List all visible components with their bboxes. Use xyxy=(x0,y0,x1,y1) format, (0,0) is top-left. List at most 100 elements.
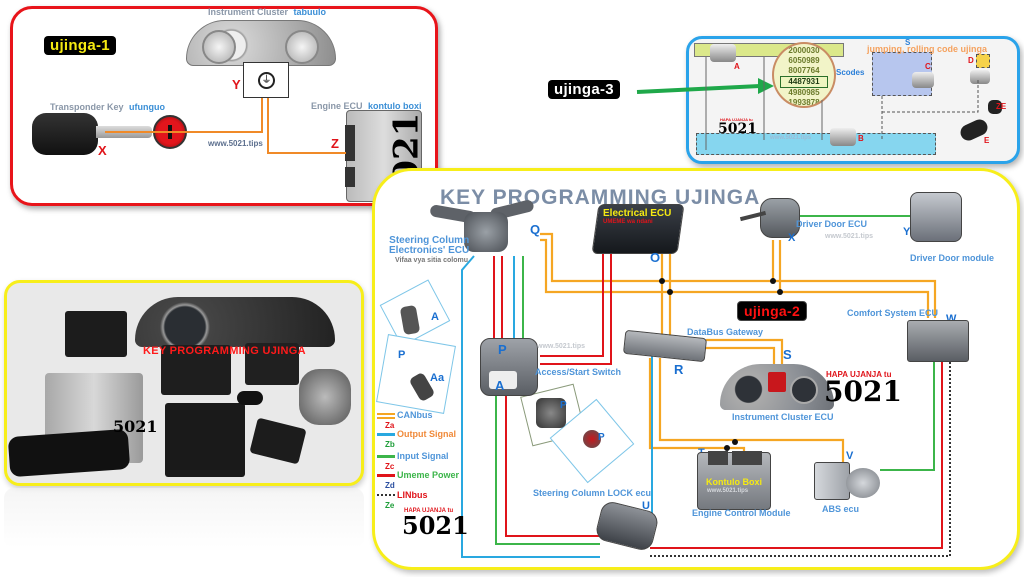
code-4: 4980985 xyxy=(788,88,820,97)
linbus-wire xyxy=(650,358,951,557)
instrument-cluster-swahili: tabuulo xyxy=(293,7,327,17)
logo-5021-panel3: 5021 xyxy=(718,121,757,137)
instrument-cluster-label: Instrument Cluster tabuulo xyxy=(208,7,326,17)
body-control-bar xyxy=(696,133,936,155)
point-x: X xyxy=(98,143,107,158)
push-label-p: P xyxy=(598,432,605,443)
databus-gateway-label: DataBus Gateway xyxy=(687,327,764,337)
rolling-codes-magnifier: 2000030 6050989 8007764 4487931 4980985 … xyxy=(772,42,836,108)
point-w: W xyxy=(946,313,957,325)
legend-label: LINbus xyxy=(397,490,428,500)
legend-swatch xyxy=(377,455,395,458)
point-q: Q xyxy=(530,222,541,237)
green-arrow-head xyxy=(758,78,774,94)
legend-code: Ze xyxy=(385,501,395,510)
steering-lock-label: Steering Column LOCK ecu xyxy=(533,488,652,498)
electrical-ecu-label: Electrical ECU xyxy=(603,208,672,219)
legend-swatch xyxy=(377,494,395,496)
access-start-switch-image xyxy=(480,338,538,396)
module-label-c: C xyxy=(925,62,931,71)
comfort-system-ecu-label: Comfort System ECU xyxy=(847,308,939,318)
junction-dot xyxy=(777,289,783,295)
power-wires xyxy=(493,228,943,549)
wire-key-to-immobilizer xyxy=(105,98,263,133)
transponder-key-image xyxy=(32,113,98,155)
cluster-display xyxy=(768,372,786,392)
point-u: U xyxy=(642,500,650,512)
point-a-switch: A xyxy=(495,378,505,393)
driver-door-ecu-label: Driver Door ECU xyxy=(796,219,868,229)
s-label: S xyxy=(905,38,911,47)
start-button xyxy=(489,371,517,389)
module-b-icon xyxy=(830,128,856,146)
remote-key-icon xyxy=(988,100,1002,114)
legend-code: Zb xyxy=(385,440,395,449)
ujinga-2-tag: ujinga-2 xyxy=(737,301,808,321)
module-c-icon xyxy=(912,72,934,88)
photo-comfort-ecu xyxy=(165,403,245,477)
key-label-aa: Aa xyxy=(430,372,445,384)
ecm-connector-2 xyxy=(732,451,762,465)
module-a-icon xyxy=(710,44,736,62)
photo-cluster xyxy=(135,297,335,347)
engine-ecu-label: Engine ECU kontulo boxi xyxy=(311,101,422,111)
logo-5021-bottom: 5021 xyxy=(402,511,469,540)
point-z: Z xyxy=(331,136,339,151)
lock-cylinder-image xyxy=(536,398,566,428)
steering-column-subtitle: Vifaa vya sitia colomu xyxy=(395,257,469,264)
ecm-overlay-site: www.5021.tips xyxy=(707,488,749,494)
power-lock-to-w xyxy=(650,358,943,549)
immobilizer-icon: ⏚ xyxy=(258,72,275,89)
junction-dot xyxy=(732,439,738,445)
immobilizer-box: ⏚ xyxy=(243,62,289,98)
junction-dots xyxy=(659,278,783,451)
module-label-ze: ZE xyxy=(996,102,1007,111)
junction-dot xyxy=(667,289,673,295)
ecu-connector-2 xyxy=(345,167,355,187)
steering-column-title-2: Electronics' ECU xyxy=(389,245,470,256)
output-q-to-lock xyxy=(461,255,600,558)
panel-photo-ecus: KEY PROGRAMMING UJINGA 5021 xyxy=(4,280,364,486)
canbus-r-to-v-1 xyxy=(658,358,845,462)
ujinga-3-tag: ujinga-3 xyxy=(548,80,620,99)
power-o-to-switch-1 xyxy=(540,228,604,357)
engine-ecu-text: Engine ECU xyxy=(311,101,363,111)
website-panel2-mid: www.5021.tips xyxy=(537,343,585,350)
point-o: O xyxy=(650,250,661,265)
junction-dot xyxy=(724,445,730,451)
steering-column-title-1: Steering Column xyxy=(389,235,470,246)
photo-key xyxy=(237,391,263,405)
point-y: Y xyxy=(232,77,241,92)
point-y-door: Y xyxy=(903,226,911,238)
module-label-a: A xyxy=(734,62,740,71)
steering-column-image xyxy=(429,198,538,254)
transponder-swahili: ufunguo xyxy=(129,102,166,112)
photo-module xyxy=(245,343,299,385)
column-hub xyxy=(464,212,508,252)
driver-door-module-image xyxy=(910,192,962,242)
key-label-a: A xyxy=(431,311,439,323)
logo-5021-center: 5021 xyxy=(824,375,902,408)
module-label-e: E xyxy=(984,136,990,145)
ecu-connector xyxy=(345,125,355,161)
input-wires xyxy=(495,215,935,545)
legend-code: Za xyxy=(385,421,395,430)
input-v-to-w xyxy=(880,358,935,471)
instrument-cluster-ecu-label: Instrument Cluster ECU xyxy=(732,412,834,422)
module-d-icon xyxy=(970,70,990,84)
logo-5021-photo: 5021 xyxy=(113,417,158,436)
point-s: S xyxy=(783,347,792,362)
point-x-door: X xyxy=(788,232,796,244)
abs-ecu-image xyxy=(814,462,850,500)
legend-label: Umeme Power xyxy=(397,470,460,480)
logo-sub-bottom: HAPA UJANJA tu xyxy=(404,508,454,514)
transponder-text: Transponder Key xyxy=(50,102,124,112)
steering-column-label: Steering Column Electronics' ECU xyxy=(389,236,469,256)
code-1: 6050989 xyxy=(788,56,820,65)
wire-immobilizer-to-ecu xyxy=(267,98,346,154)
instrument-cluster-text: Instrument Cluster xyxy=(208,7,289,17)
ecm-overlay-label: Kontulo Boxi xyxy=(706,477,762,487)
